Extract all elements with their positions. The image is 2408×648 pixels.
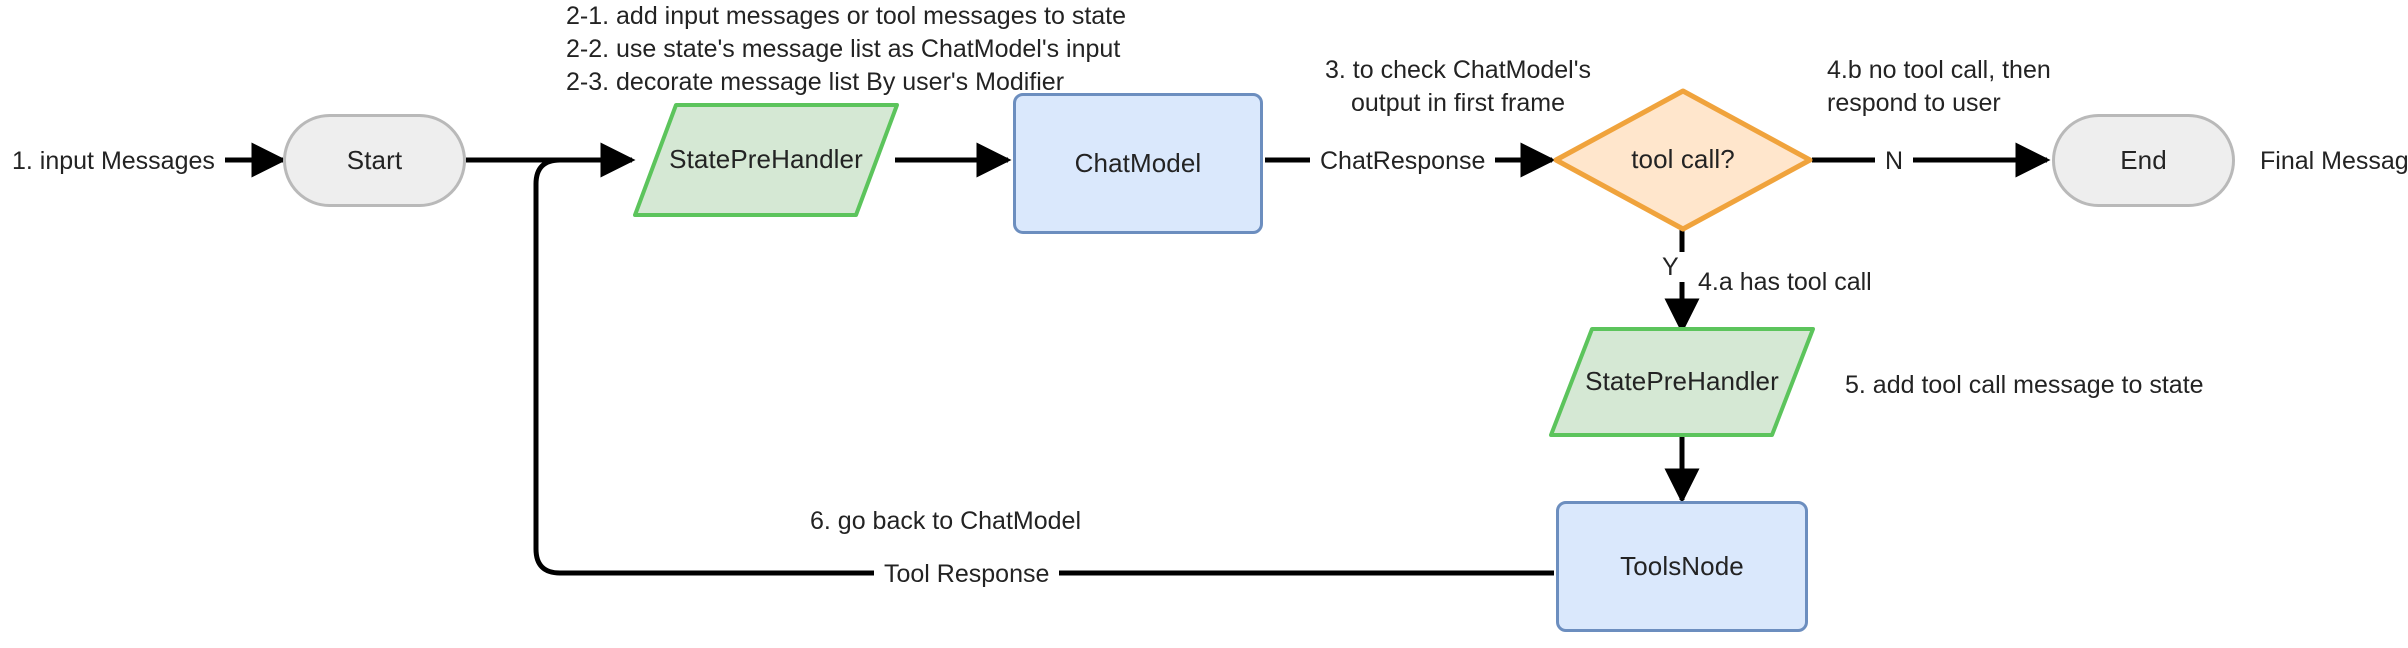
annotation-step-3: 3. to check ChatModel's output in first … (1324, 56, 1591, 117)
node-state-pre-handler-top[interactable]: StatePreHandler (632, 102, 900, 218)
annotation-step-5: 5. add tool call message to state (1845, 371, 2204, 399)
node-tool-call-decision-label: tool call? (1631, 144, 1735, 175)
annotation-step-6: 6. go back to ChatModel (810, 507, 1081, 535)
node-start-label: Start (346, 144, 403, 175)
node-state-pre-handler-top-label: StatePreHandler (669, 144, 863, 175)
node-tools-node[interactable]: ToolsNode (1556, 501, 1808, 632)
annotation-step-4a: 4.a has tool call (1698, 268, 1872, 296)
edge-label-yes-branch: Y (1652, 252, 1689, 282)
node-chat-model[interactable]: ChatModel (1013, 93, 1263, 234)
node-end-label: End (2120, 144, 2167, 175)
parallelogram-shape (1549, 327, 1815, 437)
node-tool-call-decision[interactable]: tool call? (1552, 87, 1814, 233)
node-start[interactable]: Start (283, 114, 466, 207)
annotation-step-2: 2-1. add input messages or tool messages… (566, 2, 1127, 96)
node-state-pre-handler-bottom-label: StatePreHandler (1585, 366, 1779, 397)
node-end[interactable]: End (2052, 114, 2235, 207)
edge-label-chat-response: ChatResponse (1310, 146, 1496, 176)
edge-label-tool-response: Tool Response (874, 559, 1060, 589)
edge-label-final-message: Final Message (2250, 146, 2408, 176)
node-chat-model-label: ChatModel (1074, 147, 1202, 178)
edge-label-no-branch: N (1875, 146, 1914, 176)
annotation-step-4b: 4.b no tool call, then respond to user (1827, 56, 2051, 117)
parallelogram-shape (633, 103, 899, 217)
node-tools-node-label: ToolsNode (1620, 550, 1744, 581)
diamond-shape (1553, 88, 1813, 232)
node-state-pre-handler-bottom[interactable]: StatePreHandler (1548, 326, 1816, 438)
edge-label-input-messages: 1. input Messages (2, 146, 225, 176)
